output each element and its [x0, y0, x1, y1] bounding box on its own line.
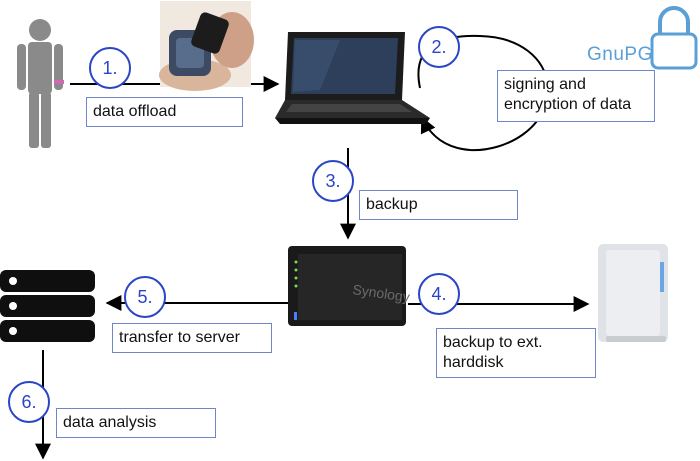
label-data-analysis: data analysis	[56, 408, 216, 438]
synology-logo: Synology	[352, 281, 411, 305]
gnupg-logo: GnuPG	[587, 44, 653, 65]
server-rack-icon	[0, 270, 95, 342]
label-signing-line2: encryption of data	[504, 96, 632, 113]
step-3-marker: 3.	[312, 160, 354, 202]
label-data-offload-text: data offload	[93, 103, 177, 120]
step-5-marker: 5.	[124, 276, 166, 318]
step-6-marker: 6.	[8, 381, 50, 423]
step-4-marker: 4.	[418, 273, 460, 315]
label-backup: backup	[359, 190, 518, 220]
laptop-icon	[275, 32, 430, 124]
person-icon	[17, 19, 64, 148]
label-backup-text: backup	[366, 196, 418, 213]
step-2-marker: 2.	[418, 26, 460, 68]
label-signing-encryption: signing and encryption of data	[497, 70, 655, 122]
label-backup-ext-line2: harddisk	[443, 354, 504, 371]
smartwatch-photo	[159, 1, 254, 91]
step-1-marker: 1.	[89, 47, 131, 89]
label-transfer-text: transfer to server	[119, 329, 240, 346]
label-backup-ext-line1: backup to ext.	[443, 334, 543, 351]
label-data-offload: data offload	[86, 97, 243, 127]
nas-icon	[288, 246, 406, 326]
label-transfer-to-server: transfer to server	[112, 323, 272, 353]
external-harddisk-icon	[598, 244, 668, 342]
label-signing-line1: signing and	[504, 76, 586, 93]
lock-icon	[650, 6, 698, 70]
label-analysis-text: data analysis	[63, 414, 157, 431]
label-backup-ext-harddisk: backup to ext. harddisk	[436, 328, 596, 378]
